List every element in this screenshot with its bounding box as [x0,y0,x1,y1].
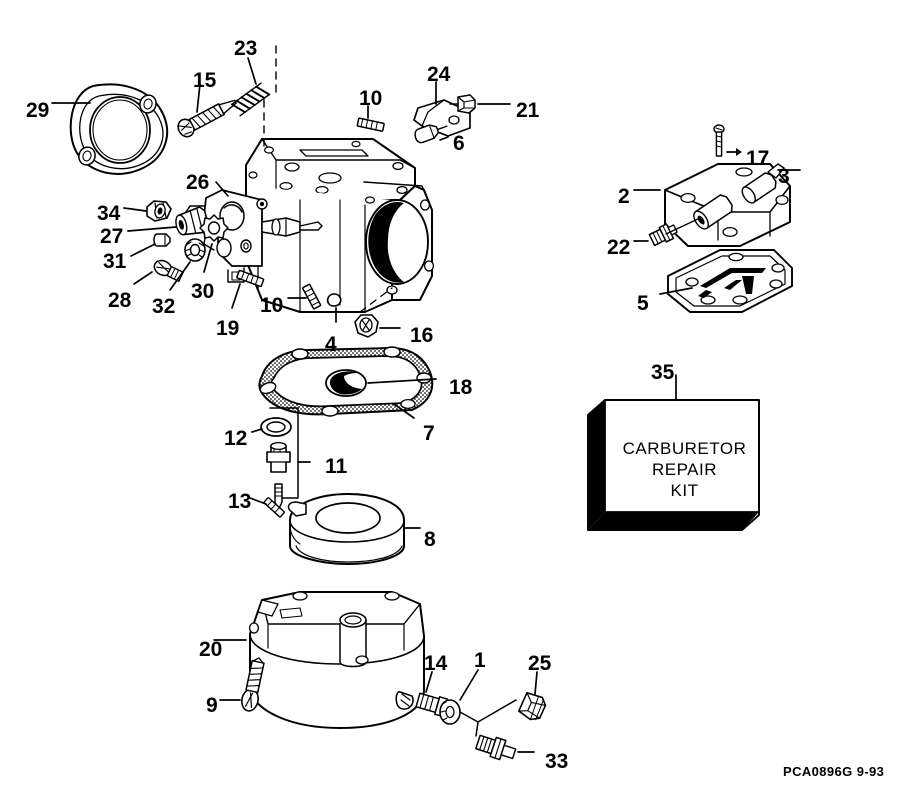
repair-kit-label-line3: KIT [670,481,699,500]
callout-12: 12 [224,427,248,450]
callout-30: 30 [191,280,215,303]
callout-9: 9 [206,694,218,717]
needle-seat-washer-shape [251,417,292,437]
roll-pin-top [356,105,385,132]
callout-34: 34 [97,202,121,225]
bowl-bolt-shape [517,671,547,721]
drawing-part-number: PCA0896G 9-93 [783,764,885,779]
callout-24: 24 [427,63,451,86]
bracket-screw-shape [449,94,511,114]
callout-10-lower: 10 [260,294,284,317]
callout-17: 17 [746,147,770,170]
callout-18: 18 [449,376,473,399]
nut-shape [354,287,401,338]
pin-shape [231,269,265,309]
callout-2: 2 [618,185,630,208]
callout-31: 31 [103,250,127,273]
callout-6: 6 [453,132,465,155]
leader-26 [215,181,229,197]
fitting-shape [459,699,535,761]
callout-21: 21 [516,99,540,122]
cover-screw-shape [713,124,742,157]
repair-kit-label-line2: REPAIR [651,460,718,479]
drain-plug-shape [633,217,701,247]
callout-22: 22 [607,236,631,259]
float-chamber-cover-shape [633,163,791,247]
callout-33: 33 [545,750,569,773]
callout-35: 35 [651,361,675,384]
callout-23: 23 [234,37,258,60]
plug-shape [326,293,342,323]
flange-gasket-shape [69,83,169,175]
callout-32: 32 [152,295,176,318]
callout-19: 19 [216,317,240,340]
attaching-screw-shape [177,83,237,138]
callout-11: 11 [325,455,348,478]
callout-4: 4 [325,333,337,356]
callout-28: 28 [108,289,132,312]
callout-1: 1 [474,649,486,672]
washer-shape [169,238,206,291]
washer-small-shape [439,669,479,725]
callout-16: 16 [410,324,434,347]
callout-3: 3 [778,165,790,188]
float-pin-shape [249,497,285,518]
roll-pin-lower [287,283,322,310]
callout-7: 7 [423,422,435,445]
callout-25: 25 [528,652,552,675]
cap-shape [130,233,171,257]
spring-shape [230,57,271,117]
callout-26: 26 [186,171,210,194]
idle-fitting-shape [414,124,449,144]
callout-20: 20 [199,638,223,661]
bowl-screw-shape [219,657,265,712]
cover-gasket-shape [659,249,793,313]
callout-27: 27 [100,225,124,248]
callout-10-top: 10 [359,87,383,110]
callout-14: 14 [424,652,448,675]
drain-screw-shape [415,671,453,718]
star-washer-shape [199,214,229,273]
repair-kit-box-shape [587,374,760,531]
callout-8: 8 [424,528,436,551]
fuel-inlet-fitting-shape [767,163,801,179]
callout-29: 29 [26,99,50,122]
body-gasket-shape [258,346,437,419]
callout-5: 5 [637,292,649,315]
callout-15: 15 [193,69,217,92]
float-shape [287,493,421,565]
float-bowl-shape [213,591,425,729]
repair-kit-label-line1: CARBURETOR [622,439,747,458]
inlet-needle-shape [266,407,311,511]
hex-nut-shape [123,200,172,222]
callout-13: 13 [228,490,252,513]
